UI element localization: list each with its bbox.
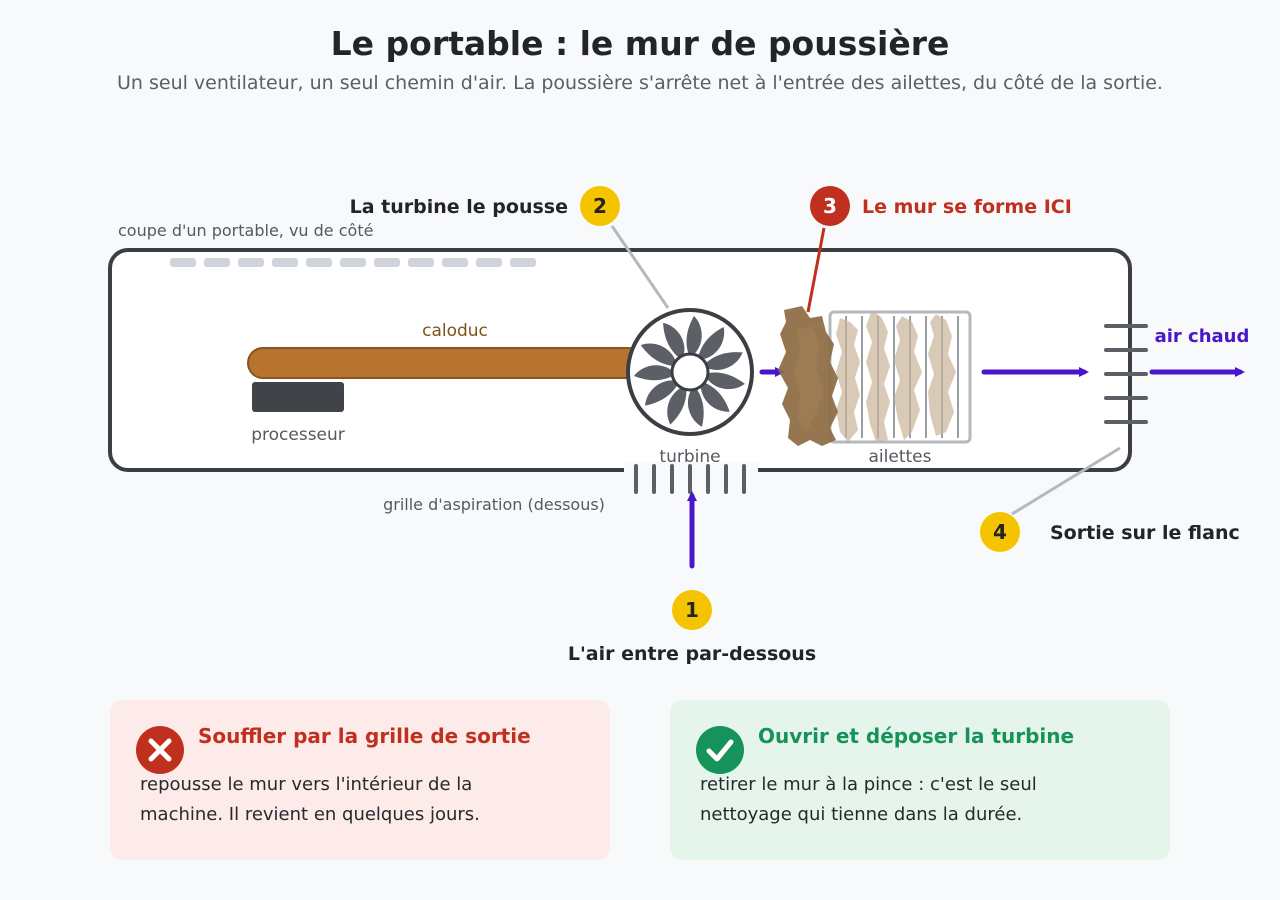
tip-card-remove-turbine: Ouvrir et déposer la turbine retirer le … (670, 700, 1170, 860)
intake-grille-label: grille d'aspiration (dessous) (383, 495, 605, 514)
intake-grille (634, 464, 746, 494)
cpu-label: processeur (251, 425, 345, 445)
step-2-marker: 2 (580, 186, 620, 226)
step-4-marker: 4 (980, 512, 1020, 552)
turbine-blade (687, 385, 704, 427)
turbine-blade (640, 343, 678, 367)
step-1-marker: 1 (672, 590, 712, 630)
turbine-blade (645, 380, 680, 406)
step-2-label: La turbine le pousse (350, 196, 568, 218)
exhaust-grille (1104, 324, 1148, 424)
page-subtitle: Un seul ventilateur, un seul chemin d'ai… (117, 72, 1163, 94)
step-4-label: Sortie sur le flanc (1050, 522, 1240, 544)
laptop-cross-section-diagram: coupe d'un portable, vu de côté caloduc … (108, 186, 1250, 665)
step-4-leader-line (1011, 446, 1121, 516)
heatpipe (247, 347, 644, 379)
turbine-blade (702, 352, 743, 370)
warning-card-blow-exhaust: Souffler par la grille de sortie repouss… (110, 700, 610, 860)
step-3-label: Le mur se forme ICI (862, 196, 1072, 218)
step-3-marker: 3 (810, 186, 850, 226)
page-title: Le portable : le mur de poussière (330, 24, 950, 63)
dust-wall-highlight (794, 326, 824, 432)
check-icon (696, 726, 744, 774)
step-2-leader-line (610, 225, 670, 309)
step-3-leader-line (806, 227, 826, 313)
turbine-fan (626, 308, 754, 436)
heatpipe-label: caloduc (422, 321, 488, 341)
turbine-blade (667, 385, 687, 425)
svg-text:3: 3 (823, 194, 837, 218)
warning-card-text: repousse le mur vers l'intérieur de la m… (140, 774, 480, 825)
step-1-label: L'air entre par-dessous (568, 643, 816, 665)
svg-text:4: 4 (993, 520, 1007, 544)
fins-label: ailettes (869, 447, 932, 467)
turbine-blade (663, 322, 685, 361)
hot-air-label: air chaud (1155, 326, 1250, 347)
cooling-fins (828, 310, 972, 444)
svg-text:1: 1 (685, 598, 699, 622)
tip-card-text: retirer le mur à la pince : c'est le seu… (700, 774, 1037, 825)
keyboard-keys (170, 258, 536, 267)
turbine-blade (703, 372, 745, 390)
turbine-blade (697, 327, 725, 361)
cross-icon (136, 726, 184, 774)
cpu-chip (252, 382, 344, 412)
turbine-blade (634, 365, 677, 381)
tip-card-title: Ouvrir et déposer la turbine (758, 724, 1075, 748)
turbine-blade (700, 381, 730, 412)
turbine-blade (686, 316, 702, 358)
section-caption: coupe d'un portable, vu de côté (118, 221, 373, 240)
svg-text:2: 2 (593, 194, 607, 218)
warning-card-title: Souffler par la grille de sortie (198, 724, 531, 748)
